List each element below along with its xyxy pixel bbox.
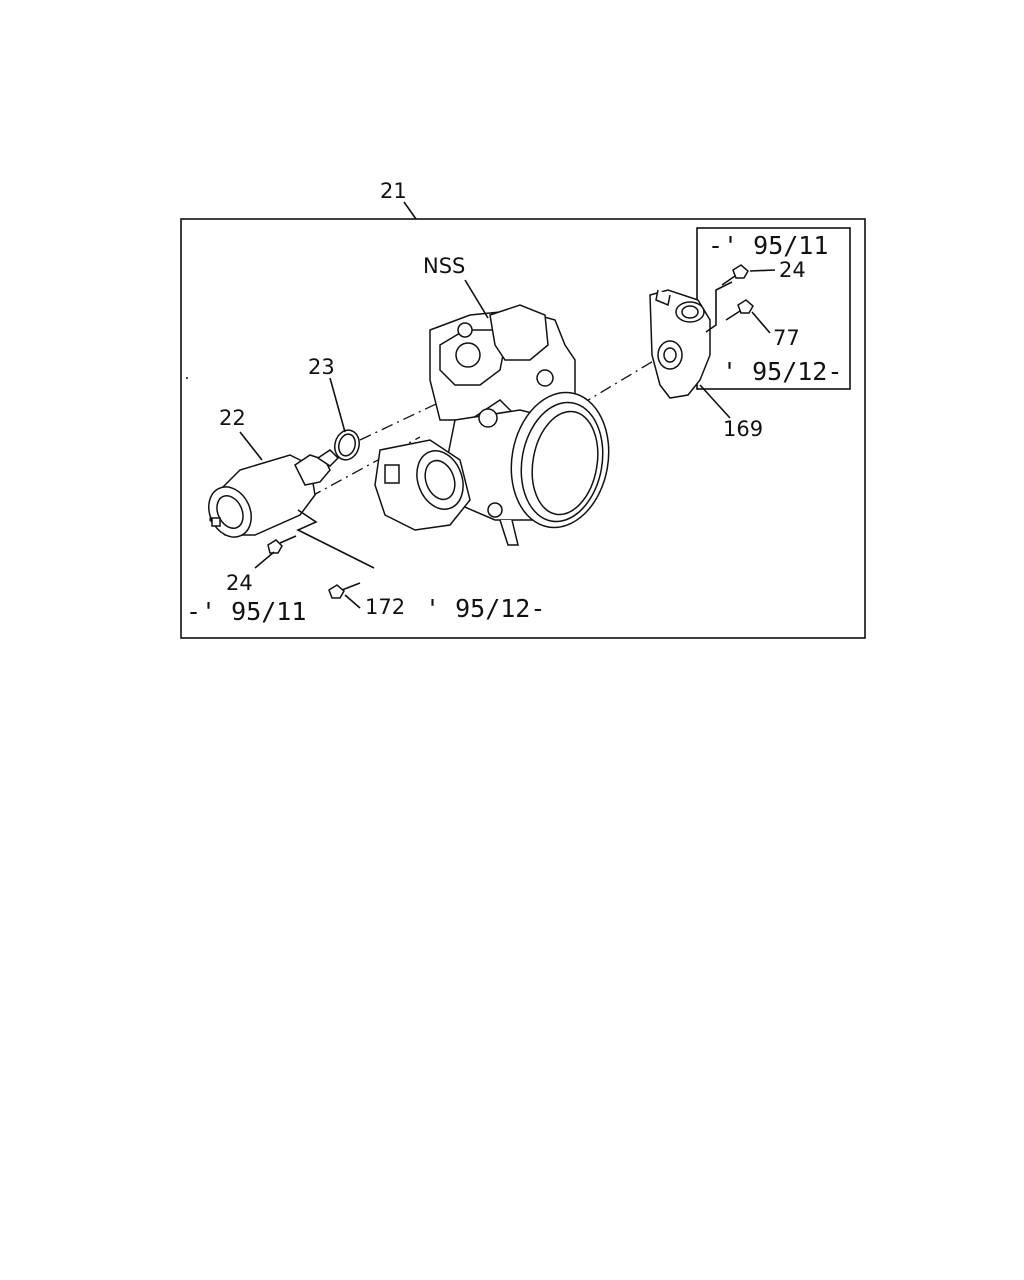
bolt-24-right <box>721 264 749 286</box>
stray-dot <box>186 377 188 379</box>
date-left-new: ' 95/12- <box>425 594 545 623</box>
callout-nss: NSS <box>423 254 465 278</box>
bolt-24-left <box>267 535 297 554</box>
leader-169 <box>699 384 731 419</box>
bolt-77 <box>725 299 754 321</box>
throttle-position-sensor <box>649 289 711 399</box>
bracket-left <box>296 509 375 569</box>
callout-172: 172 <box>365 595 405 619</box>
callout-23: 23 <box>308 355 335 379</box>
leader-nss <box>464 279 489 319</box>
leader-172 <box>344 594 361 609</box>
callout-24-left: 24 <box>226 571 253 595</box>
leader-24-right <box>749 269 776 272</box>
date-inset-old: -' 95/11 <box>708 231 828 260</box>
iac-valve <box>208 449 340 538</box>
callout-77: 77 <box>773 326 800 350</box>
o-ring <box>334 429 360 461</box>
leader-23 <box>329 377 346 433</box>
leader-22 <box>239 431 263 461</box>
callout-24-right: 24 <box>779 258 806 282</box>
bracket-right <box>705 281 733 333</box>
leader-24-left <box>254 551 275 569</box>
callout-22: 22 <box>219 406 246 430</box>
bolt-172 <box>328 582 361 599</box>
leader-21 <box>403 201 417 220</box>
callout-21: 21 <box>380 179 407 203</box>
leader-77 <box>751 311 771 334</box>
date-inset-new: ' 95/12- <box>722 357 842 386</box>
callout-169: 169 <box>723 417 763 441</box>
date-left-old: -' 95/11 <box>186 597 306 626</box>
throttle-body <box>374 304 610 546</box>
assembly-frame <box>180 218 866 639</box>
